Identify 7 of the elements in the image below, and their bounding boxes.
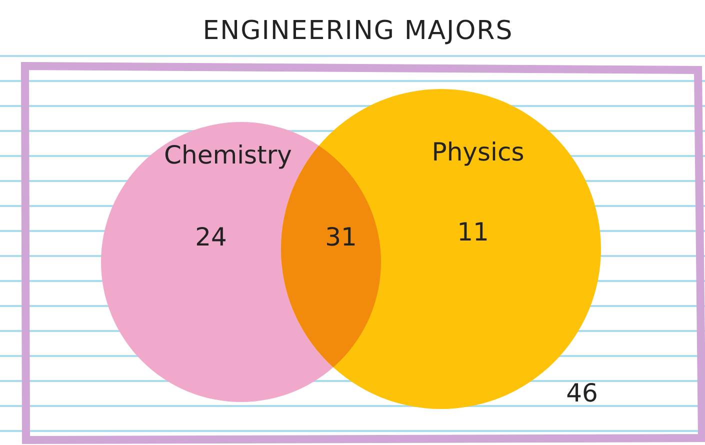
count-number: 46 [566,378,598,408]
count-number: 11 [457,218,489,246]
set-name: Chemistry [164,140,292,170]
title: ENGINEERING MAJORS [202,16,514,46]
count-number: 24 [195,222,227,252]
count-number: 31 [325,222,357,252]
set-name: Physics [432,138,524,166]
